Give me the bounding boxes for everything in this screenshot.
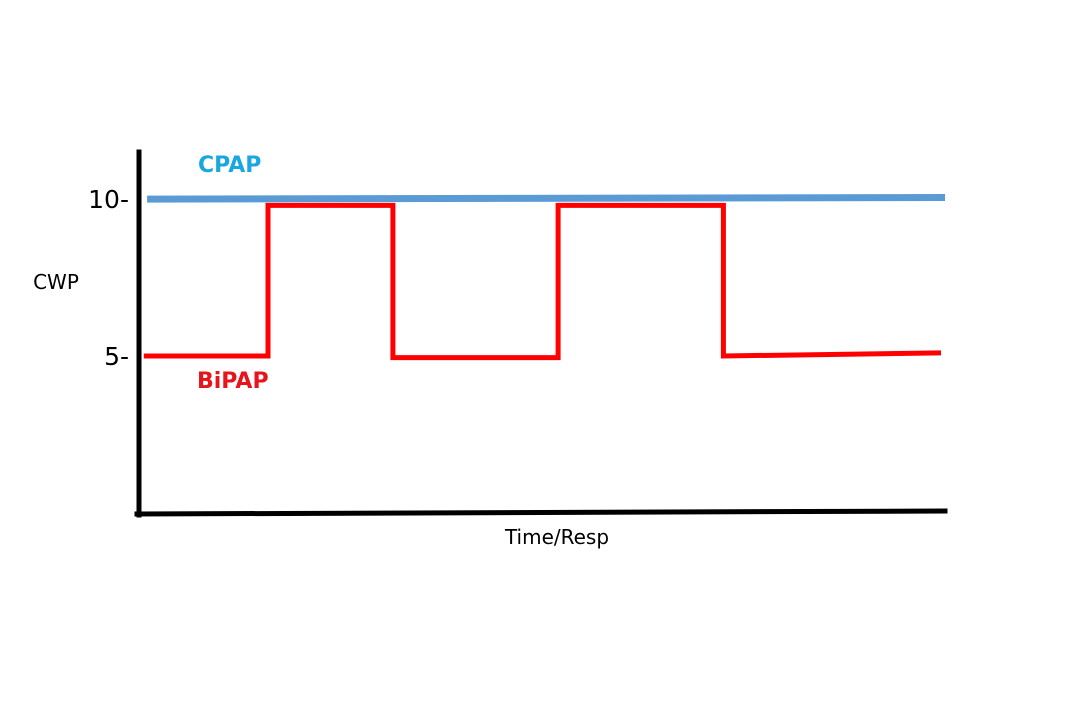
axes-layer: [134, 149, 948, 518]
series-line-cpap: [147, 194, 946, 203]
tick-layer: 10- 5-: [88, 185, 129, 371]
y-tick-label: 10-: [88, 185, 129, 214]
y-tick-label: 5-: [104, 342, 129, 371]
y-axis-label: CWP: [33, 270, 79, 294]
x-axis-label: Time/Resp: [504, 525, 609, 549]
series-label-cpap: CPAP: [198, 153, 261, 178]
series-label-bipap: BiPAP: [197, 369, 269, 394]
x-axis-line: [134, 508, 948, 517]
series-line-bipap: [143, 202, 942, 361]
series-layer: [143, 194, 946, 361]
